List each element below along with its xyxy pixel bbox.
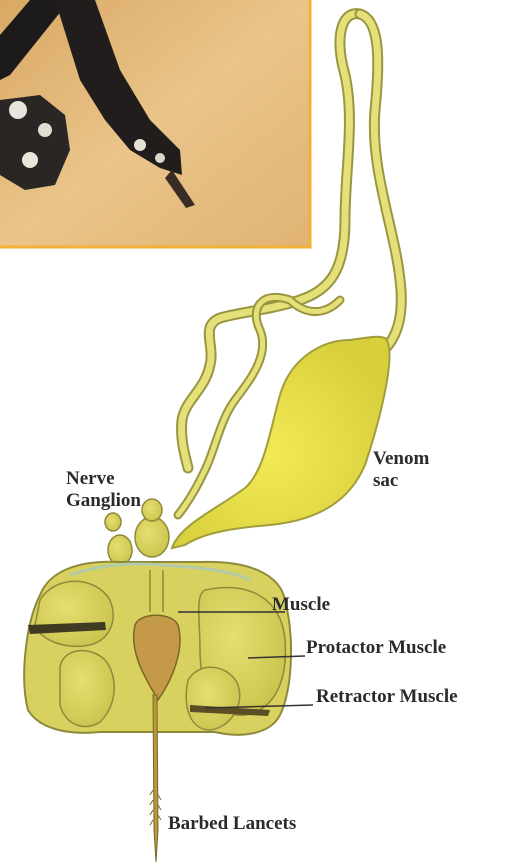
leg-spot-4 xyxy=(134,139,146,151)
label-protactor-muscle: Protactor Muscle xyxy=(306,637,446,659)
ganglion-bulb-center xyxy=(135,517,169,557)
leg-spot-2 xyxy=(38,123,52,137)
lancet-shaft xyxy=(153,695,158,862)
label-nerve-ganglion: Nerve Ganglion xyxy=(66,468,141,512)
label-barbed-lancets: Barbed Lancets xyxy=(168,813,296,835)
label-nerve-line2: Ganglion xyxy=(66,490,141,512)
inset-photo xyxy=(0,0,311,248)
leg-spot-5 xyxy=(155,153,165,163)
lobe-left-lower xyxy=(60,651,114,727)
leg-spot-3 xyxy=(22,152,38,168)
label-venom-line2: sac xyxy=(373,470,429,492)
sting-apparatus xyxy=(24,562,291,735)
ganglion-bulb-small xyxy=(105,513,121,531)
label-retractor-muscle: Retractor Muscle xyxy=(316,686,458,708)
label-venom-sac: Venom sac xyxy=(373,448,429,492)
ganglion-bulb-left xyxy=(108,535,132,565)
lobe-left-upper xyxy=(35,581,113,646)
label-venom-line1: Venom xyxy=(373,448,429,470)
label-nerve-line1: Nerve xyxy=(66,468,141,490)
gland-tube-right-fill xyxy=(360,14,401,352)
label-muscle: Muscle xyxy=(272,594,330,616)
ganglion-bulb-top xyxy=(142,499,162,521)
leg-spot-1 xyxy=(9,101,27,119)
